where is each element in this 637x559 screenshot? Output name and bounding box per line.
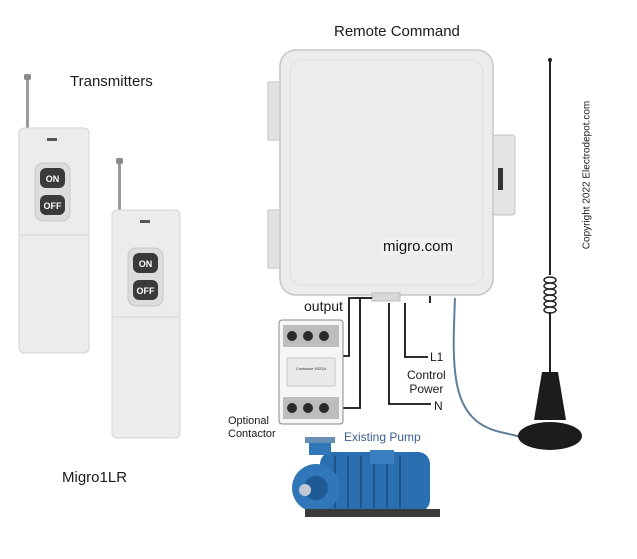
l1-label: L1 bbox=[430, 350, 444, 364]
on-label-1: ON bbox=[46, 174, 60, 184]
antenna-2-icon bbox=[116, 158, 123, 212]
pump-icon bbox=[292, 437, 440, 517]
optional-contactor-line1: Optional bbox=[228, 415, 269, 427]
pump-label: Existing Pump bbox=[344, 430, 421, 444]
off-button-2 bbox=[133, 280, 158, 300]
output-label: output bbox=[304, 298, 343, 314]
control-power-line2: Power bbox=[409, 382, 444, 396]
l1-wire bbox=[404, 303, 428, 358]
cable-gland bbox=[371, 292, 401, 302]
enclosure bbox=[267, 49, 516, 302]
copyright-text: Copyright 2022 Electrodepot.com bbox=[581, 100, 593, 250]
contactor: Contactor 9322A bbox=[278, 319, 344, 425]
output-wire-2 bbox=[340, 298, 361, 409]
antenna-1-icon bbox=[24, 74, 31, 130]
brand-label: migro.com bbox=[381, 238, 456, 255]
n-wire bbox=[388, 303, 431, 405]
model-label: Migro1LR bbox=[62, 469, 128, 486]
base-antenna-icon bbox=[518, 58, 582, 450]
latch bbox=[492, 134, 516, 216]
off-label-2: OFF bbox=[137, 286, 155, 296]
on-label-2: ON bbox=[139, 259, 153, 269]
on-button-2 bbox=[133, 253, 158, 273]
off-label-1: OFF bbox=[44, 201, 62, 211]
control-power-line1: Control bbox=[407, 368, 446, 382]
wiring bbox=[340, 296, 431, 409]
title: Remote Command bbox=[334, 23, 460, 40]
contactor-text: Contactor 9322A bbox=[296, 366, 326, 371]
transmitter-1: ON OFF bbox=[18, 74, 90, 354]
transmitter-2: ON OFF bbox=[111, 158, 181, 439]
n-label: N bbox=[434, 399, 443, 413]
off-button-1 bbox=[40, 195, 65, 215]
optional-contactor-label: Optional Contactor bbox=[228, 415, 276, 441]
output-wire-1 bbox=[340, 297, 372, 357]
transmitters-label: Transmitters bbox=[70, 73, 153, 90]
optional-contactor-line2: Contactor bbox=[228, 428, 276, 440]
on-button-1 bbox=[40, 168, 65, 188]
antenna-cable bbox=[452, 297, 528, 439]
control-power-label: Control Power bbox=[407, 368, 446, 396]
